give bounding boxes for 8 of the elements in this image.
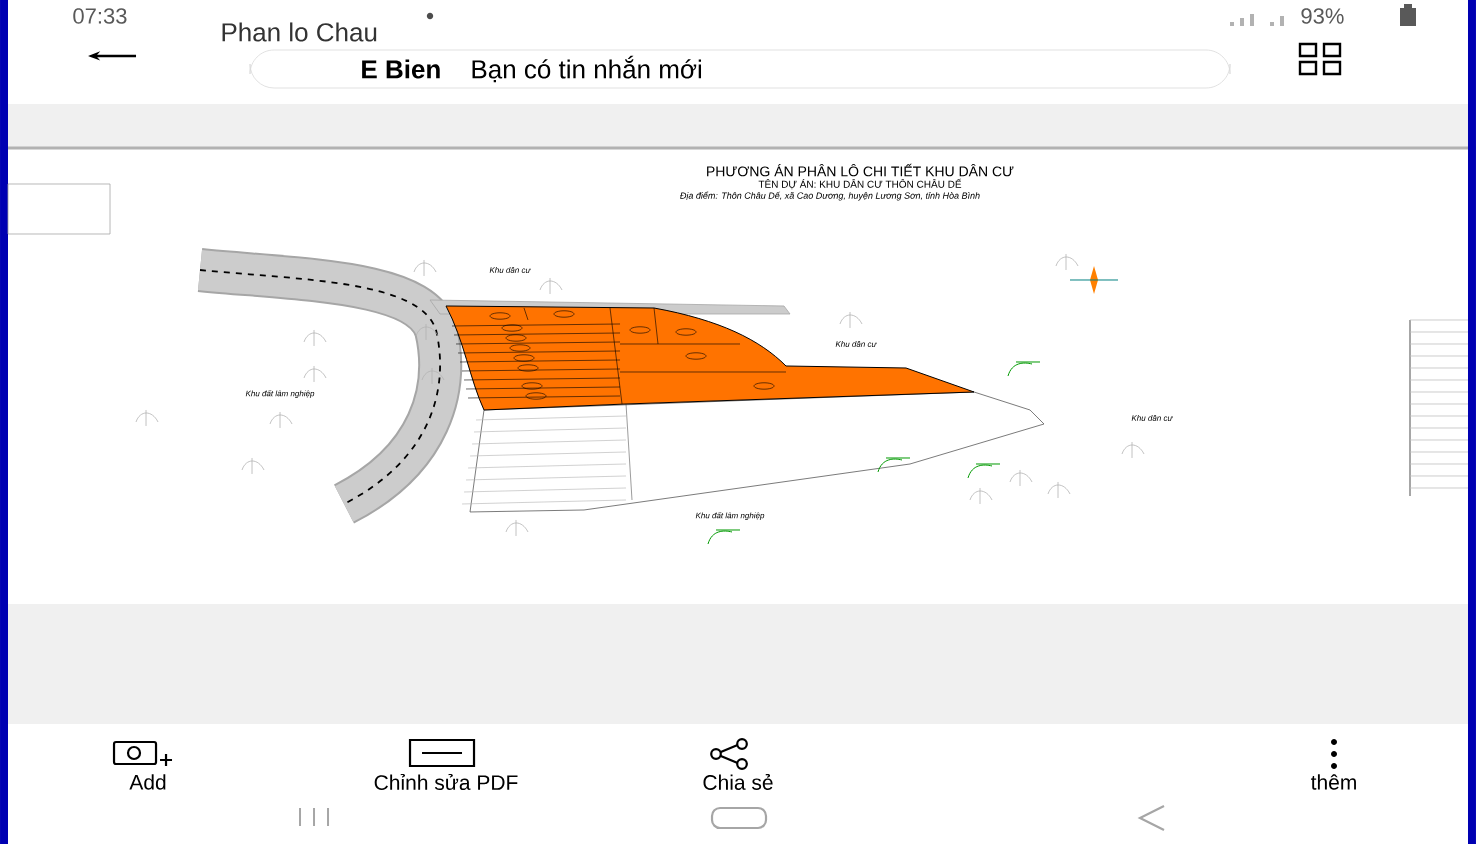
toolbar-label: Chỉnh sửa PDF bbox=[374, 773, 518, 791]
toolbar-label: Chia sẻ bbox=[703, 774, 773, 790]
toolbar-label: thêm bbox=[1310, 774, 1356, 790]
document-title: Phan lo Chau bbox=[222, 22, 377, 42]
toolbar-label: Add bbox=[129, 774, 166, 790]
battery-text: 93% bbox=[1301, 8, 1344, 24]
clock-text: 07:33 bbox=[73, 8, 127, 24]
notification-chip: E Bien Bạn có tin nhắn mới bbox=[249, 49, 1231, 89]
